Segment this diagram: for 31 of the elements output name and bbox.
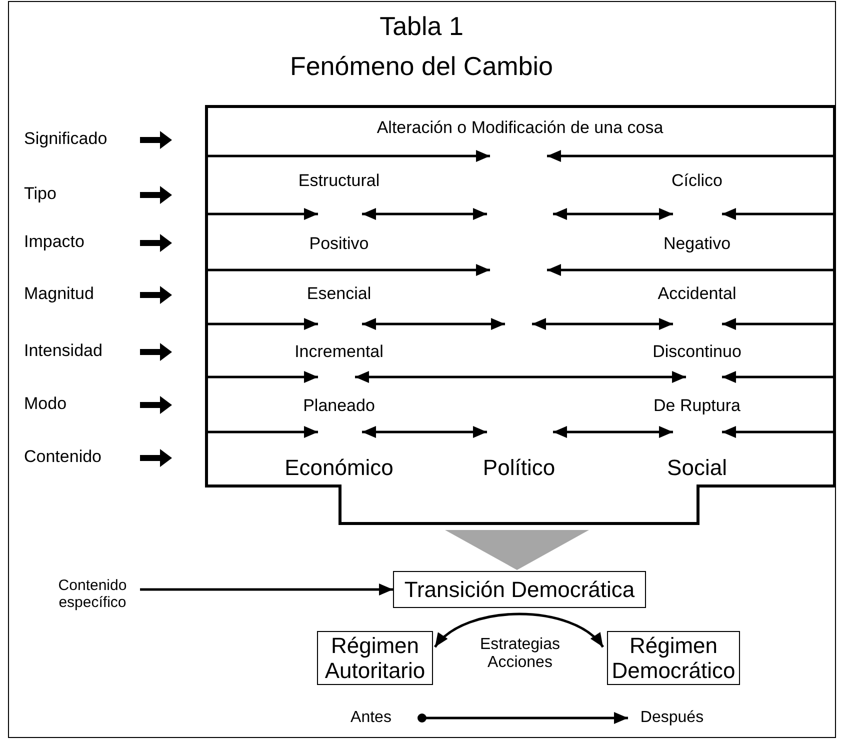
category-label: Accidental [656, 284, 738, 304]
text-label: Después [630, 708, 714, 728]
category-label: De Ruptura [652, 396, 742, 416]
process-box: Transición Democrática [393, 571, 646, 608]
category-table-frame [205, 105, 836, 525]
title: Tabla 1 [378, 12, 464, 42]
category-label: Estructural [297, 171, 381, 191]
arrow [418, 712, 628, 724]
row-label: Modo [24, 394, 67, 414]
row-label: Tipo [24, 184, 56, 204]
text-label: Antes [344, 708, 398, 728]
subtitle: Fenómeno del Cambio [288, 52, 554, 82]
block-arrow [445, 530, 589, 570]
category-label: Discontinuo [652, 342, 742, 362]
row-label: Significado [24, 129, 108, 149]
process-box: Régimen Autoritario [317, 631, 433, 685]
row-label: Intensidad [24, 341, 102, 361]
process-box: Régimen Democrático [607, 631, 740, 685]
arrow [140, 584, 393, 596]
category-label: Incremental [294, 342, 384, 362]
text-label: Contenido específico [45, 574, 140, 614]
category-label: Esencial [306, 284, 372, 304]
row-label: Contenido [24, 447, 102, 467]
curved-arrow [434, 612, 604, 648]
category-label: Negativo [662, 234, 732, 254]
category-label: Cíclico [670, 171, 724, 191]
category-label: Planeado [302, 396, 376, 416]
category-label: Alteración o Modificación de una cosa [376, 118, 664, 138]
row-label: Impacto [24, 232, 84, 252]
category-label: Positivo [308, 234, 370, 254]
row-label: Magnitud [24, 284, 94, 304]
